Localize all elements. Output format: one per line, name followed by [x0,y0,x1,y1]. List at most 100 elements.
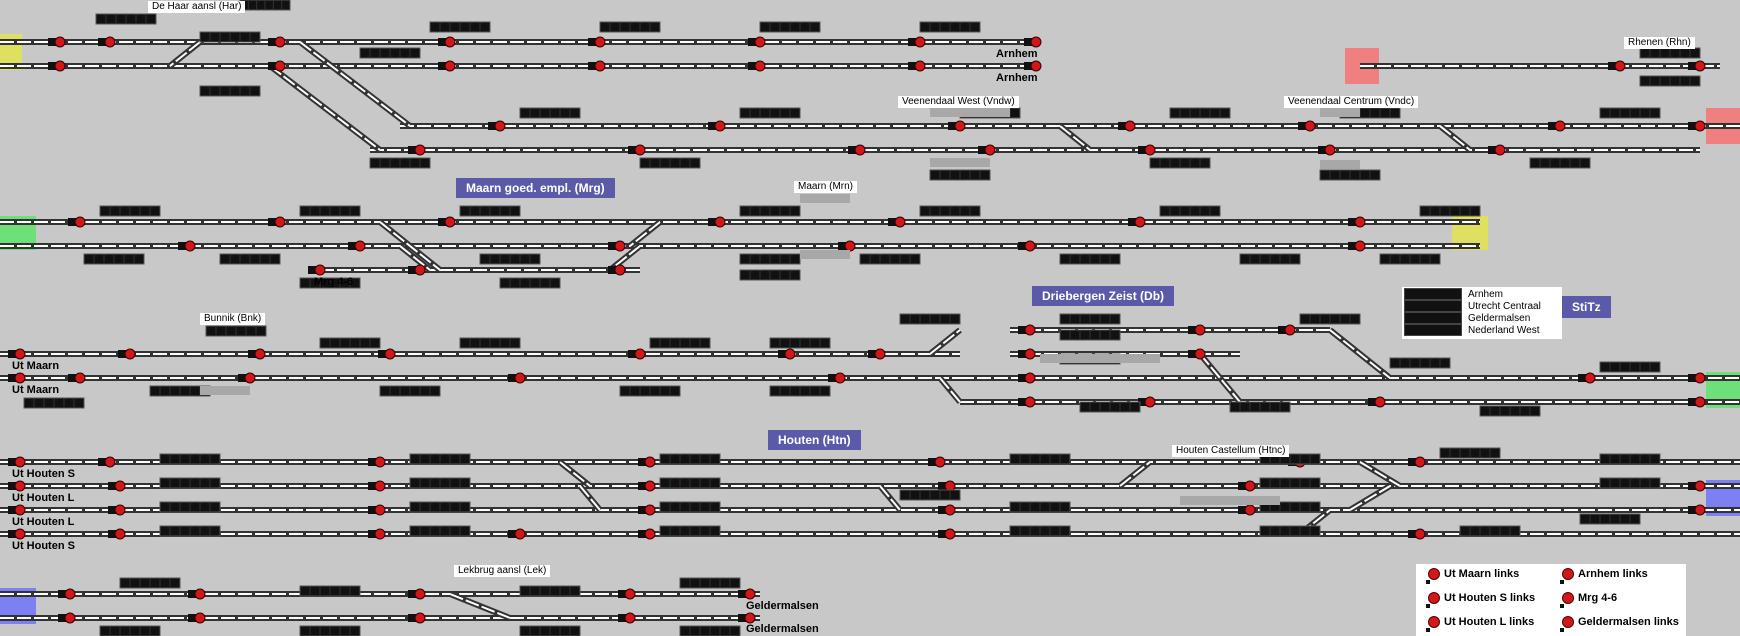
signal-icon[interactable] [1124,120,1136,132]
signal-icon[interactable] [614,264,626,276]
signal-icon[interactable] [104,36,116,48]
signal-icon[interactable] [414,264,426,276]
station-header-maarn-goed[interactable]: Maarn goed. empl. (Mrg) [456,178,615,198]
signal-icon[interactable] [54,36,66,48]
signal-icon[interactable] [644,456,656,468]
signal-icon[interactable] [1374,396,1386,408]
signal-icon[interactable] [1134,216,1146,228]
legend-item[interactable]: Ut Houten S links [1426,592,1535,608]
signal-icon[interactable] [944,504,956,516]
signal-icon[interactable] [934,456,946,468]
signal-icon[interactable] [374,504,386,516]
signal-icon[interactable] [1024,240,1036,252]
signal-icon[interactable] [414,144,426,156]
stitz-button[interactable]: StiTz [1562,296,1611,318]
signal-icon[interactable] [244,372,256,384]
signal-icon[interactable] [114,480,126,492]
signal-icon[interactable] [1024,396,1036,408]
signal-icon[interactable] [1494,144,1506,156]
signal-icon[interactable] [1024,324,1036,336]
signal-icon[interactable] [714,216,726,228]
signal-icon[interactable] [64,588,76,600]
signal-icon[interactable] [374,456,386,468]
legend-item[interactable]: Geldermalsen links [1560,616,1679,632]
signal-icon[interactable] [374,480,386,492]
signal-icon[interactable] [14,456,26,468]
signal-icon[interactable] [594,36,606,48]
signal-icon[interactable] [1144,144,1156,156]
signal-icon[interactable] [914,36,926,48]
destination-row[interactable]: Geldermalsen [1404,312,1560,324]
signal-icon[interactable] [194,612,206,624]
signal-icon[interactable] [1030,36,1042,48]
legend-item[interactable]: Ut Houten L links [1426,616,1534,632]
signal-icon[interactable] [1414,456,1426,468]
signal-icon[interactable] [944,528,956,540]
signal-icon[interactable] [384,348,396,360]
signal-icon[interactable] [1024,372,1036,384]
signal-icon[interactable] [714,120,726,132]
signal-icon[interactable] [754,60,766,72]
signal-icon[interactable] [14,348,26,360]
signal-icon[interactable] [914,60,926,72]
signal-icon[interactable] [414,612,426,624]
signal-icon[interactable] [444,36,456,48]
signal-icon[interactable] [514,528,526,540]
signal-icon[interactable] [834,372,846,384]
signal-icon[interactable] [634,348,646,360]
signal-icon[interactable] [374,528,386,540]
station-header-driebergen[interactable]: Driebergen Zeist (Db) [1032,286,1175,306]
signal-icon[interactable] [114,528,126,540]
signal-icon[interactable] [594,60,606,72]
signal-icon[interactable] [1694,504,1706,516]
signal-icon[interactable] [1694,60,1706,72]
signal-icon[interactable] [1304,120,1316,132]
signal-icon[interactable] [1694,120,1706,132]
signal-icon[interactable] [514,372,526,384]
signal-icon[interactable] [1694,372,1706,384]
signal-icon[interactable] [894,216,906,228]
signal-icon[interactable] [194,588,206,600]
signal-icon[interactable] [54,60,66,72]
signal-icon[interactable] [614,240,626,252]
signal-icon[interactable] [754,36,766,48]
destination-row[interactable]: Arnhem [1404,288,1560,300]
signal-icon[interactable] [414,588,426,600]
signal-icon[interactable] [624,612,636,624]
signal-icon[interactable] [1354,240,1366,252]
destination-row[interactable]: Nederland West [1404,324,1560,336]
signal-icon[interactable] [1244,480,1256,492]
signal-icon[interactable] [14,504,26,516]
signal-icon[interactable] [1194,324,1206,336]
signal-icon[interactable] [14,528,26,540]
destination-row[interactable]: Utrecht Centraal [1404,300,1560,312]
signal-icon[interactable] [14,372,26,384]
signal-icon[interactable] [1354,216,1366,228]
signal-icon[interactable] [634,144,646,156]
signal-icon[interactable] [1324,144,1336,156]
signal-icon[interactable] [444,60,456,72]
signal-icon[interactable] [1194,348,1206,360]
signal-icon[interactable] [1244,504,1256,516]
signal-icon[interactable] [74,372,86,384]
signal-icon[interactable] [74,216,86,228]
signal-icon[interactable] [14,480,26,492]
signal-icon[interactable] [744,612,756,624]
signal-icon[interactable] [354,240,366,252]
signal-icon[interactable] [254,348,266,360]
signal-icon[interactable] [744,588,756,600]
signal-icon[interactable] [1584,372,1596,384]
signal-icon[interactable] [444,216,456,228]
legend-item[interactable]: Mrg 4-6 [1560,592,1617,608]
legend-item[interactable]: Arnhem links [1560,568,1648,584]
station-header-houten[interactable]: Houten (Htn) [768,430,861,450]
signal-icon[interactable] [1694,480,1706,492]
signal-icon[interactable] [624,588,636,600]
signal-icon[interactable] [644,528,656,540]
signal-icon[interactable] [1024,348,1036,360]
signal-icon[interactable] [644,480,656,492]
signal-icon[interactable] [784,348,796,360]
signal-icon[interactable] [1284,324,1296,336]
signal-icon[interactable] [954,120,966,132]
